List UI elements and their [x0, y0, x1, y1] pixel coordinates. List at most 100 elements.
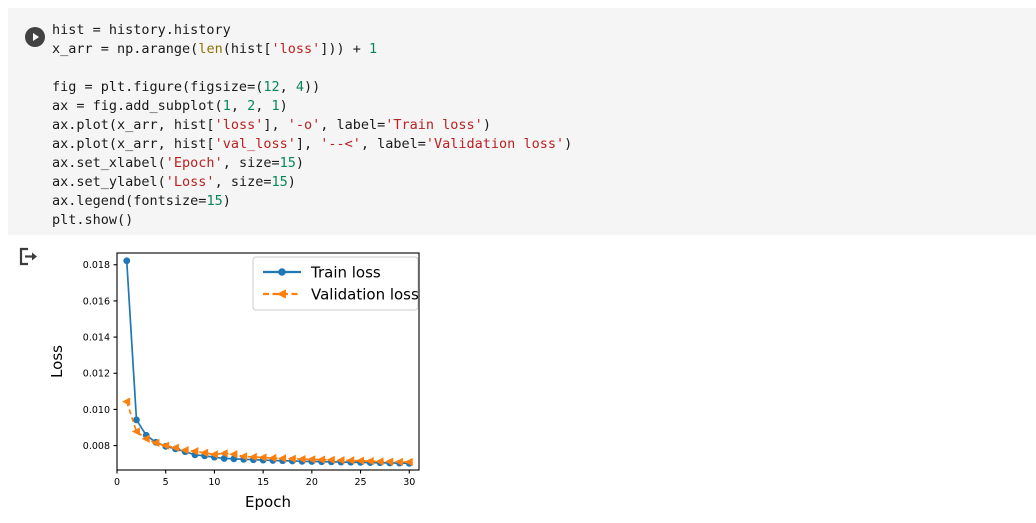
y-tick-label: 0.014 [83, 332, 110, 343]
code-token-num: 1 [271, 98, 280, 114]
code-token-num: 1 [369, 41, 378, 57]
y-tick-label: 0.012 [83, 369, 110, 380]
code-token-str: '-o' [287, 117, 321, 133]
code-token-str: 'Loss' [165, 174, 215, 190]
legend-marker-1 [276, 289, 286, 299]
run-cell-button[interactable] [18, 20, 52, 54]
play-triangle-icon [33, 33, 39, 41]
series-marker-1 [239, 452, 248, 461]
x-axis-title: Epoch [245, 493, 291, 511]
code-token-num: 4 [295, 79, 304, 95]
series-marker-1 [258, 453, 267, 462]
y-tick-label: 0.018 [83, 260, 110, 271]
code-token-plain: fig = plt.figure(figsize=( [52, 79, 264, 95]
code-token-plain: , size= [222, 155, 280, 171]
series-marker-1 [161, 441, 170, 450]
code-token-plain: , size= [214, 174, 272, 190]
x-tick-label: 20 [306, 477, 318, 488]
x-tick-label: 10 [208, 477, 220, 488]
series-marker-1 [336, 456, 345, 465]
series-marker-0 [220, 455, 228, 462]
code-token-str: 'Validation loss' [425, 136, 565, 152]
code-line: ax.plot(x_arr, hist['val_loss'], '--<', … [52, 135, 572, 154]
code-editor[interactable]: hist = history.history x_arr = np.arange(… [52, 21, 572, 230]
y-tick-label: 0.010 [83, 405, 110, 416]
code-token-plain: ])) + [320, 41, 370, 57]
plot-frame [116, 252, 420, 471]
series-marker-1 [278, 454, 287, 463]
series-marker-1 [316, 455, 326, 464]
series-marker-1 [122, 397, 131, 406]
code-token-plain: ) [287, 174, 296, 190]
series-marker-1 [385, 457, 394, 466]
series-marker-1 [131, 427, 140, 436]
code-token-plain: ) [222, 193, 231, 209]
code-token-plain: ], [295, 136, 321, 152]
code-token-num: 1 [222, 98, 231, 114]
code-token-str: 'Train loss' [385, 117, 483, 133]
code-token-plain: ax.legend(fontsize= [52, 193, 207, 209]
x-tick-label: 5 [163, 477, 169, 488]
code-token-plain: , label= [360, 136, 426, 152]
x-tick-label: 0 [114, 477, 120, 488]
code-line: plt.show() [52, 211, 572, 230]
series-marker-1 [219, 449, 228, 458]
series-marker-1 [268, 453, 277, 463]
series-marker-1 [190, 447, 199, 456]
code-token-plain: ) [295, 155, 305, 171]
code-line: x_arr = np.arange(len(hist['loss'])) + 1 [52, 40, 572, 59]
series-marker-1 [404, 457, 413, 467]
code-cell[interactable]: hist = history.history x_arr = np.arange(… [8, 8, 1036, 235]
series-marker-1 [248, 452, 257, 462]
series-marker-1 [346, 456, 355, 465]
code-token-str: 'Epoch' [165, 155, 223, 171]
x-tick-label: 25 [355, 477, 367, 488]
code-token-str: '--<' [320, 136, 361, 152]
code-token-str: 'val_loss' [214, 136, 296, 152]
code-token-plain: hist = history.history [52, 22, 231, 38]
code-token-plain: , [230, 98, 248, 114]
series-marker-1 [297, 455, 306, 464]
code-token-plain: , [255, 98, 272, 114]
data-layer [122, 257, 413, 467]
output-arrow-icon [18, 246, 42, 268]
play-icon [25, 27, 45, 47]
code-token-plain: ax.plot(x_arr, hist[ [52, 136, 215, 152]
series-marker-1 [180, 445, 189, 455]
code-token-plain: ax.plot(x_arr, hist[ [52, 117, 215, 133]
code-token-str: 'loss' [271, 41, 321, 57]
x-tick-label: 15 [257, 477, 269, 488]
y-tick-label: 0.008 [83, 441, 110, 452]
code-token-num: 15 [279, 155, 296, 171]
code-token-plain: , label= [320, 117, 386, 133]
legend-label-1: Validation loss [311, 286, 419, 304]
code-line: ax.set_ylabel('Loss', size=15) [52, 173, 572, 192]
series-marker-0 [123, 257, 131, 265]
y-tick-label: 0.016 [83, 296, 110, 307]
series-line-1 [125, 401, 410, 463]
code-token-str: 'loss' [214, 117, 264, 133]
code-line: hist = history.history [52, 21, 572, 40]
code-token-plain: )) [304, 79, 321, 95]
code-line: ax.plot(x_arr, hist['loss'], '-o', label… [52, 116, 572, 135]
series-marker-0 [133, 416, 140, 424]
code-token-num: 15 [271, 174, 288, 190]
y-axis-title: Loss [48, 345, 66, 378]
series-marker-1 [141, 434, 150, 443]
series-marker-1 [209, 450, 218, 459]
code-token-plain: ) [279, 98, 288, 114]
series-marker-1 [355, 456, 364, 465]
code-token-num: 15 [206, 193, 223, 209]
legend-box [252, 256, 419, 311]
code-token-plain: ax.set_ylabel( [52, 174, 166, 190]
series-marker-1 [229, 450, 238, 459]
code-line: ax = fig.add_subplot(1, 2, 1) [52, 97, 572, 116]
series-marker-1 [170, 443, 179, 452]
series-marker-1 [200, 448, 209, 457]
code-line: fig = plt.figure(figsize=(12, 4)) [52, 78, 572, 97]
code-line [52, 59, 572, 78]
series-marker-1 [394, 457, 403, 467]
